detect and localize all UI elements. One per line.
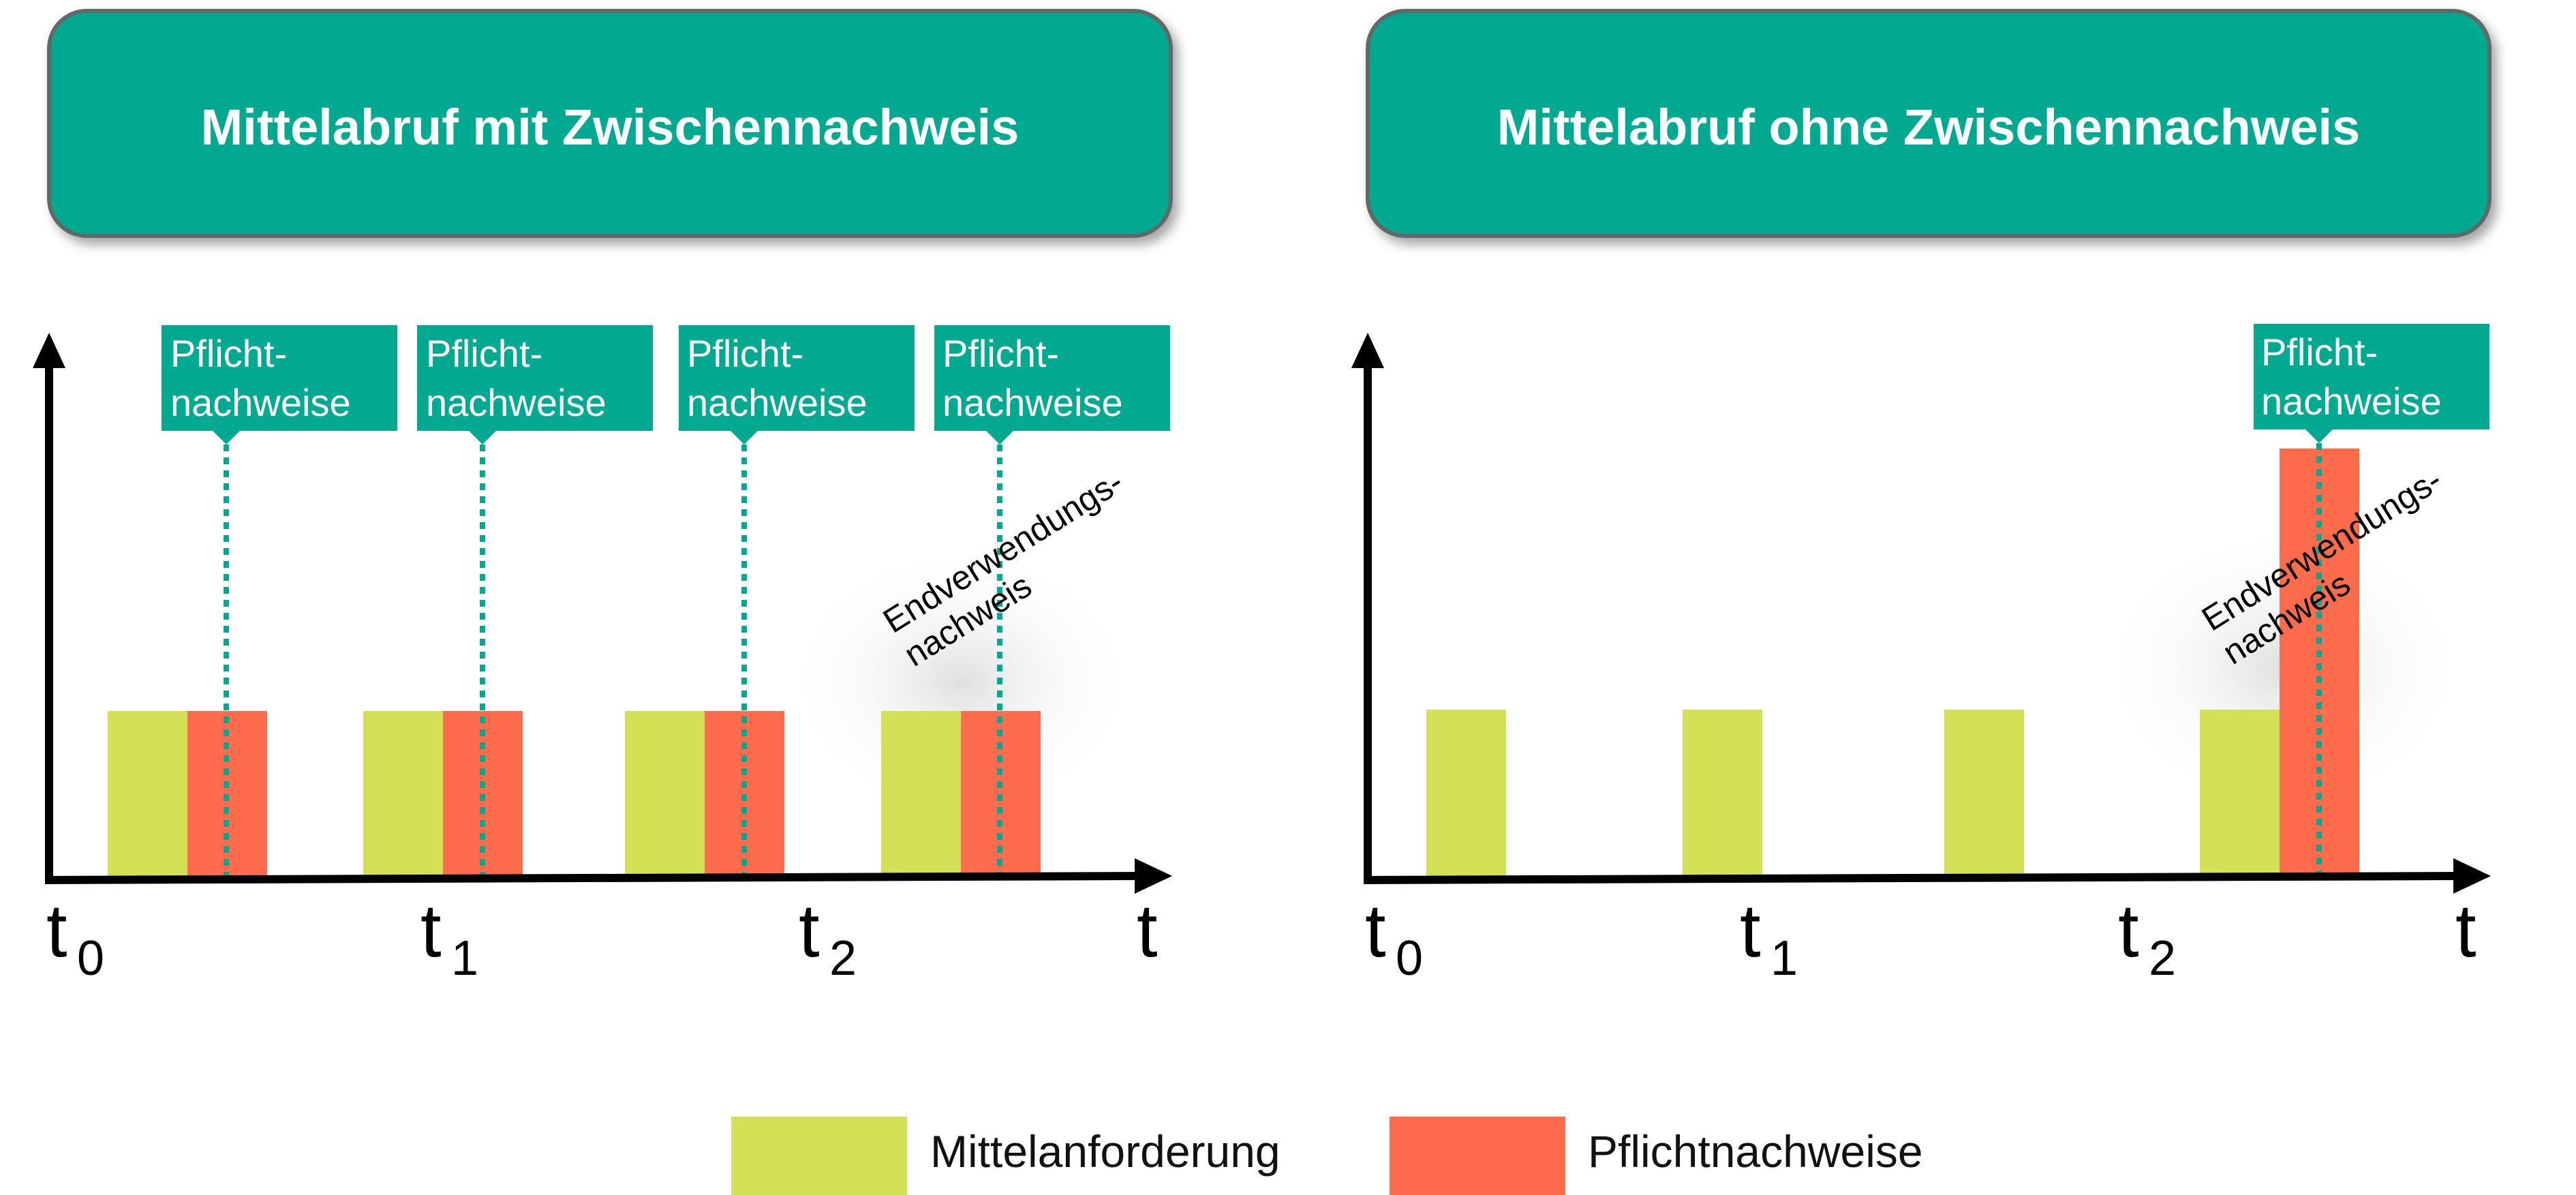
panel-title: Mittelabruf ohne Zwischennachweis bbox=[1497, 99, 2360, 155]
panel-title: Mittelabruf mit Zwischennachweis bbox=[201, 99, 1019, 155]
time-tick-t0: t 0 bbox=[46, 889, 104, 986]
legend-label: Mittelanforderung bbox=[930, 1126, 1281, 1177]
panel-title-box bbox=[1366, 9, 2491, 238]
svg-text:2: 2 bbox=[829, 931, 857, 986]
svg-text:2: 2 bbox=[2149, 931, 2176, 986]
panel-title-box bbox=[47, 9, 1173, 238]
svg-text:Pflicht-: Pflicht- bbox=[687, 332, 803, 375]
svg-text:nachweise: nachweise bbox=[170, 381, 351, 424]
svg-text:Pflicht-: Pflicht- bbox=[942, 332, 1059, 375]
svg-text:nachweise: nachweise bbox=[426, 381, 607, 424]
callout-pflichtnachweise: Pflicht- nachweise bbox=[2254, 324, 2489, 443]
svg-text:nachweise: nachweise bbox=[2261, 380, 2442, 423]
bar-mittelanforderung bbox=[881, 711, 961, 880]
time-axis-label: t bbox=[1137, 889, 1158, 973]
callout-pflichtnachweise: Pflicht- nachweise bbox=[162, 325, 397, 444]
bar-mittelanforderung bbox=[108, 711, 187, 880]
legend-swatch bbox=[731, 1117, 907, 1195]
time-tick-t1: t 1 bbox=[1740, 889, 1798, 986]
svg-text:t: t bbox=[1365, 889, 1386, 973]
callout-pflichtnachweise: Pflicht- nachweise bbox=[679, 325, 915, 444]
svg-text:t: t bbox=[1740, 889, 1761, 973]
legend-label: Pflichtnachweise bbox=[1588, 1126, 1923, 1177]
svg-text:nachweise: nachweise bbox=[687, 381, 868, 424]
legend-swatch bbox=[1390, 1117, 1565, 1195]
axes bbox=[33, 333, 1172, 894]
callout-pflichtnachweise: Pflicht- nachweise bbox=[417, 325, 653, 444]
svg-text:Pflicht-: Pflicht- bbox=[426, 332, 542, 375]
svg-text:1: 1 bbox=[451, 931, 478, 986]
panel-without-interim-proof: Mittelabruf ohne Zwischennachweis Pflich… bbox=[1351, 9, 2491, 986]
panel-with-interim-proof: Mittelabruf mit Zwischennachweis Pflicht… bbox=[33, 9, 1173, 986]
bar-mittelanforderung bbox=[1426, 710, 1506, 880]
axes bbox=[1351, 333, 2491, 894]
bar-mittelanforderung bbox=[1683, 710, 1762, 880]
svg-text:0: 0 bbox=[77, 931, 104, 986]
time-tick-t0: t 0 bbox=[1365, 889, 1423, 986]
legend-item-mittelanforderung: Mittelanforderung bbox=[731, 1117, 1281, 1195]
svg-text:t: t bbox=[2118, 889, 2139, 973]
svg-text:t: t bbox=[46, 889, 67, 973]
bar-mittelanforderung bbox=[625, 711, 705, 880]
label-haze bbox=[784, 545, 1138, 818]
svg-text:t: t bbox=[799, 889, 820, 973]
bar-mittelanforderung bbox=[2200, 710, 2280, 880]
time-tick-t1: t 1 bbox=[420, 889, 478, 986]
callout-pflichtnachweise: Pflicht- nachweise bbox=[934, 325, 1170, 444]
legend: Mittelanforderung Pflichtnachweise bbox=[731, 1117, 1923, 1195]
dotted-guides bbox=[224, 444, 1002, 880]
bar-mittelanforderung bbox=[363, 711, 443, 880]
time-tick-t2: t 2 bbox=[2118, 889, 2176, 986]
bar-mittelanforderung bbox=[1944, 710, 2024, 880]
svg-text:nachweise: nachweise bbox=[942, 381, 1123, 424]
svg-text:t: t bbox=[420, 889, 442, 973]
svg-text:Pflicht-: Pflicht- bbox=[170, 332, 287, 375]
time-tick-t2: t 2 bbox=[799, 889, 857, 986]
svg-text:0: 0 bbox=[1396, 931, 1423, 986]
svg-text:Pflicht-: Pflicht- bbox=[2261, 331, 2378, 374]
svg-text:1: 1 bbox=[1770, 931, 1798, 986]
legend-item-pflichtnachweise: Pflichtnachweise bbox=[1390, 1117, 1923, 1195]
time-axis-label: t bbox=[2455, 889, 2477, 973]
